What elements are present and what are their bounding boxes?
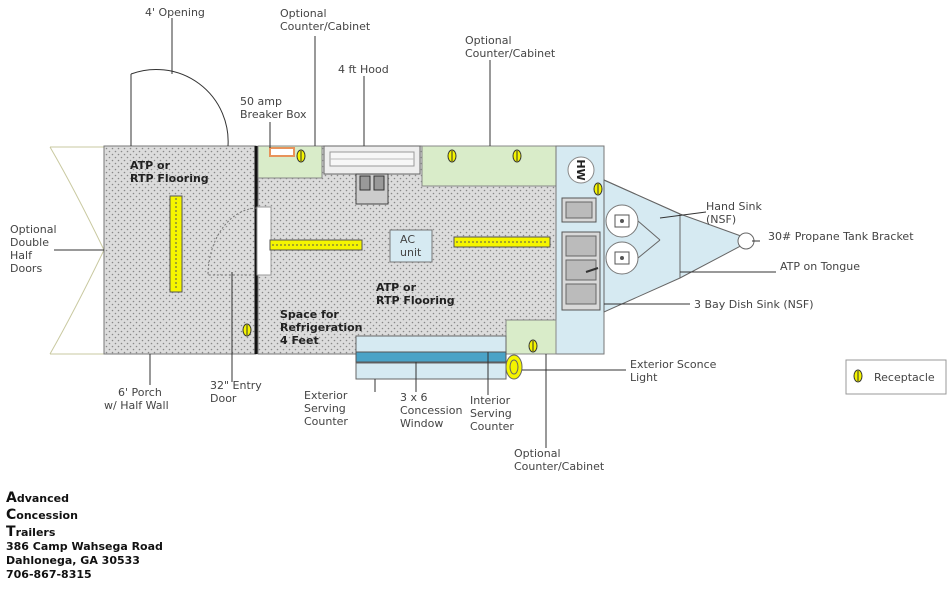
- label-hand-sink-2: (NSF): [706, 213, 736, 226]
- label-refrig-2: Refrigeration: [280, 321, 363, 334]
- label-counter-right-1: Optional: [465, 34, 512, 47]
- label-refrig-3: 4 Feet: [280, 334, 319, 347]
- exterior-serving-counter: [355, 362, 507, 380]
- label-counter-bottom-2: Counter/Cabinet: [514, 460, 605, 473]
- label-ext-counter-3: Counter: [304, 415, 348, 428]
- label-dish-sink: 3 Bay Dish Sink (NSF): [694, 298, 814, 311]
- water-heater: [567, 156, 595, 184]
- label-sconce-1: Exterior Sconce: [630, 358, 717, 371]
- label-int-counter-1: Interior: [470, 394, 511, 407]
- label-hood: 4 ft Hood: [338, 63, 389, 76]
- ac-label-1: AC: [400, 233, 415, 246]
- label-counter-right-2: Counter/Cabinet: [465, 47, 556, 60]
- label-counter-top-2: Counter/Cabinet: [280, 20, 371, 33]
- ac-label-2: unit: [400, 246, 422, 259]
- label-sconce-2: Light: [630, 371, 658, 384]
- label-floor-main-1: ATP or: [376, 281, 417, 294]
- label-breaker-2: Breaker Box: [240, 108, 307, 121]
- hw-label: HW: [574, 159, 587, 180]
- label-int-counter-3: Counter: [470, 420, 514, 433]
- legend: Receptacle: [845, 359, 947, 395]
- counter-top-right: [421, 145, 557, 187]
- exterior-sconce: [505, 354, 523, 380]
- label-doors-3: Half: [10, 249, 33, 262]
- double-half-doors: [49, 146, 105, 355]
- label-propane: 30# Propane Tank Bracket: [768, 230, 914, 243]
- label-atp-tongue: ATP on Tongue: [780, 260, 860, 273]
- label-refrig-1: Space for: [280, 308, 339, 321]
- label-porch-1: 6' Porch: [118, 386, 162, 399]
- label-floor-porch-1: ATP or: [130, 159, 171, 172]
- label-floor-main-2: RTP Flooring: [376, 294, 455, 307]
- label-window-3: Window: [400, 417, 443, 430]
- entry-door: [256, 206, 272, 276]
- light-center: [269, 239, 363, 251]
- label-entry-2: Door: [210, 392, 237, 405]
- label-floor-porch-2: RTP Flooring: [130, 172, 209, 185]
- svg-text:Concession: Concession: [6, 507, 78, 523]
- entry-door-swing: [207, 207, 258, 276]
- label-window-1: 3 x 6: [400, 391, 428, 404]
- interior-serving-counter: [355, 335, 507, 353]
- label-ext-counter-1: Exterior: [304, 389, 348, 402]
- propane-bracket: [737, 232, 755, 250]
- label-window-2: Concession: [400, 404, 462, 417]
- leader-lines: [54, 18, 776, 448]
- breaker-box: [269, 147, 295, 157]
- light-right: [453, 236, 551, 248]
- label-opening: 4' Opening: [145, 6, 205, 19]
- company-city: Dahlonega, GA 30533: [6, 554, 140, 567]
- company-phone: 706-867-8315: [6, 568, 92, 581]
- label-int-counter-2: Serving: [470, 407, 512, 420]
- label-porch-2: w/ Half Wall: [104, 399, 169, 412]
- company-info: Advanced Concession Trailers 386 Camp Wa…: [6, 490, 163, 581]
- company-address: 386 Camp Wahsega Road: [6, 540, 163, 553]
- ac-unit: [389, 229, 433, 263]
- legend-receptacle-label: Receptacle: [874, 371, 935, 384]
- label-ext-counter-2: Serving: [304, 402, 346, 415]
- light-porch: [169, 195, 183, 293]
- svg-text:Trailers: Trailers: [6, 524, 56, 540]
- label-entry-1: 32" Entry: [210, 379, 262, 392]
- label-hand-sink-1: Hand Sink: [706, 200, 762, 213]
- label-doors-4: Doors: [10, 262, 42, 275]
- label-breaker-1: 50 amp: [240, 95, 282, 108]
- concession-window: [355, 351, 507, 363]
- label-doors-1: Optional: [10, 223, 57, 236]
- label-counter-top-1: Optional: [280, 7, 327, 20]
- opening-door-swing: [130, 68, 229, 147]
- svg-text:Advanced: Advanced: [6, 490, 69, 506]
- label-counter-bottom-1: Optional: [514, 447, 561, 460]
- label-doors-2: Double: [10, 236, 49, 249]
